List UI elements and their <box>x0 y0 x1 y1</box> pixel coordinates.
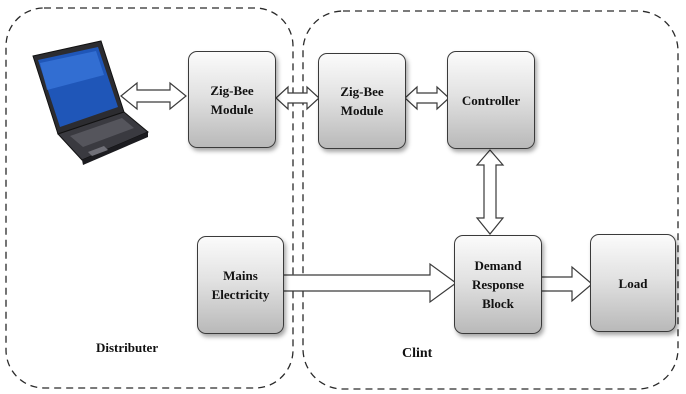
arrow-zigbee-zigbee <box>275 85 320 111</box>
zigbee-module-client-label: Zig-Bee Module <box>340 84 384 118</box>
arrow-demand-load <box>540 265 593 303</box>
mains-electricity-label: Mains Electricity <box>211 268 270 302</box>
client-region <box>302 10 679 390</box>
zigbee-module-client: Zig-Bee Module <box>318 53 406 149</box>
load-label: Load <box>618 275 648 291</box>
mains-electricity-block: Mains Electricity <box>197 236 284 334</box>
laptop-icon <box>32 40 149 165</box>
distributer-region <box>5 7 294 389</box>
demand-response-label: Demand Response Block <box>471 258 524 311</box>
arrow-zigbee-controller <box>404 85 450 111</box>
zigbee-module-distributer: Zig-Bee Module <box>188 51 276 148</box>
demand-response-block: Demand Response Block <box>454 235 542 334</box>
controller-block: Controller <box>447 51 535 149</box>
arrow-mains-demand <box>280 262 458 304</box>
client-label: Clint <box>402 346 433 361</box>
arrow-controller-demand <box>475 149 505 235</box>
zigbee-module-distributer-label: Zig-Bee Module <box>210 82 254 117</box>
controller-label: Controller <box>461 92 521 108</box>
arrow-laptop-zigbee <box>120 81 187 111</box>
distributer-label: Distributer <box>96 340 159 355</box>
load-block: Load <box>590 234 676 332</box>
